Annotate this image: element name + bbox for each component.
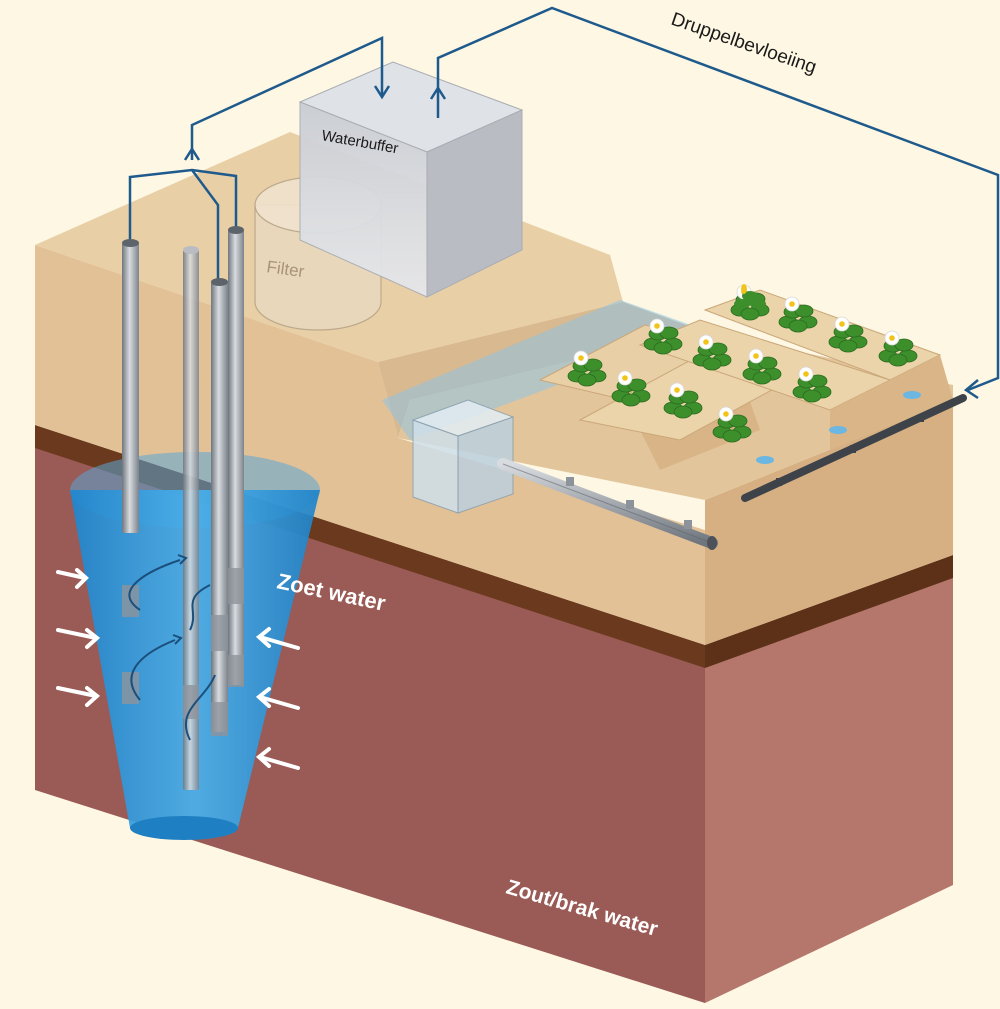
dark-layer-side [705,555,953,668]
buffer-outflow-line [436,6,1000,392]
strawberry-plant-icon [567,350,607,387]
buffer-inflow-line [190,36,384,160]
arrow-icon [373,85,391,100]
sand-front-face [35,245,705,645]
strawberry-plant-icon [692,334,732,371]
drip-irrigation-label: Druppelbevloeiing [668,9,819,78]
arrow-icon [963,379,979,400]
drainage-ditch [382,300,705,514]
strawberry-plant-icon [828,316,868,353]
well-pipe-2 [183,250,199,790]
white-arrow-icon [56,628,101,649]
white-arrow-icon [255,747,300,770]
strawberry-plant-icon [611,370,651,407]
strawberry-plant-icon [742,348,782,385]
strawberry-plant-icon [878,330,918,367]
arrow-icon [429,85,447,100]
white-arrow-icon [56,568,89,589]
plants [567,284,918,443]
drip-irrigation-line [128,6,1000,400]
collection-basin-top [411,399,515,437]
strawberry-plant-icon [792,366,832,403]
sand-side-face [705,400,953,645]
strawberry-plant-icon [712,406,752,443]
well-branch-line [190,169,220,282]
strawberry-plant-icon [663,382,703,419]
white-arrow-icon [255,687,300,710]
fresh-water-bottom [130,816,238,840]
inflow-arrows [56,568,300,770]
strawberry-plant-icon [643,318,683,355]
clay-side-face [705,575,953,1003]
well-pipe-1 [122,243,139,533]
irrigation-pipes [497,391,967,550]
well-flow-arrows [128,554,216,741]
strawberry-plant-icon [734,284,766,309]
white-arrow-icon [56,686,101,707]
arrow-icon [183,146,201,161]
water-buffer-tank: Waterbuffer [298,61,524,298]
well-pipes [122,226,244,790]
well-pipe-4 [211,282,228,732]
white-arrow-icon [255,627,300,650]
buffer-side [426,109,523,298]
well-pipe-3 [228,230,244,685]
strawberry-plant-icon [778,296,818,333]
